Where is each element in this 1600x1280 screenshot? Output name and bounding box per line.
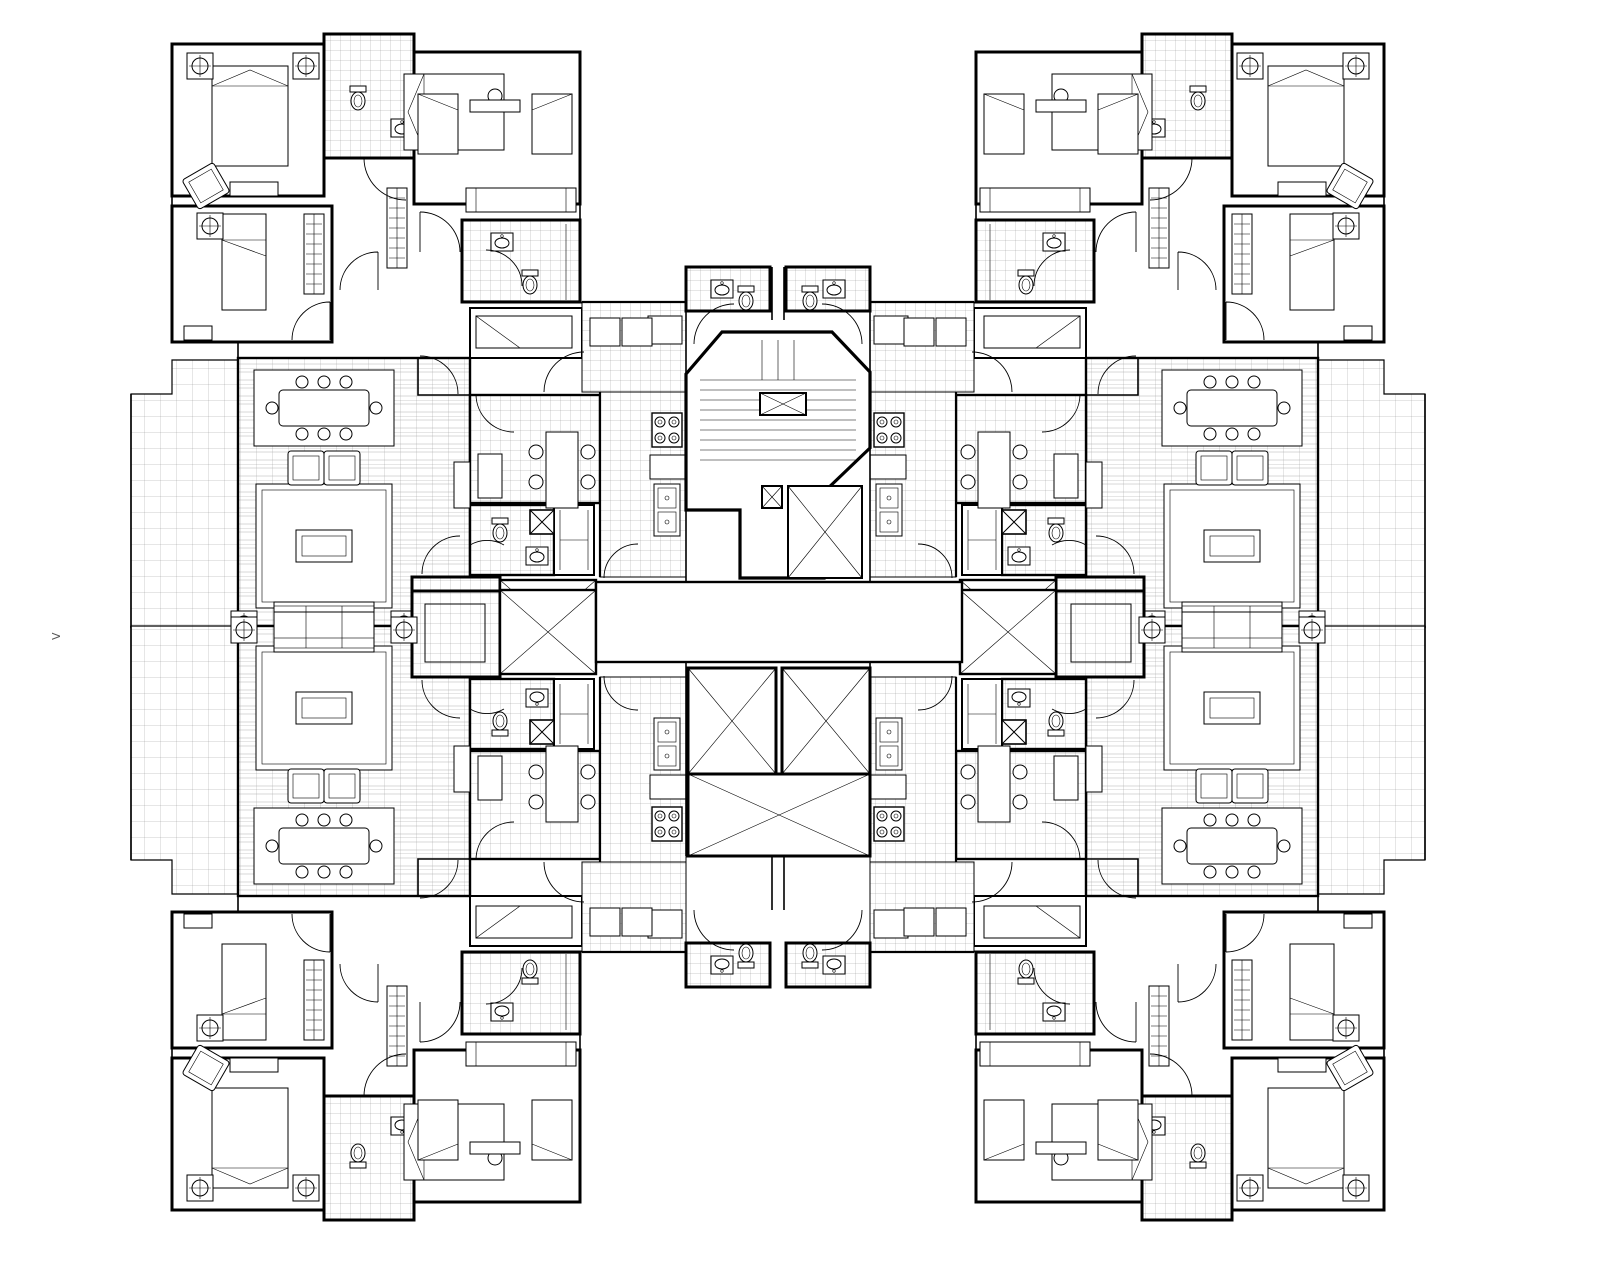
building-core [594, 267, 964, 910]
unit-wing-top-right [786, 34, 1425, 664]
side-note: Ⅴ [50, 631, 63, 640]
unit-wing-bottom-left [131, 590, 770, 1220]
elevator-shaft-icon [686, 666, 872, 858]
central-lobby [594, 580, 964, 664]
unit-wing-bottom-right [786, 590, 1425, 1220]
unit-wing-top-left [131, 34, 770, 664]
elevator-shaft-icon [759, 392, 863, 579]
